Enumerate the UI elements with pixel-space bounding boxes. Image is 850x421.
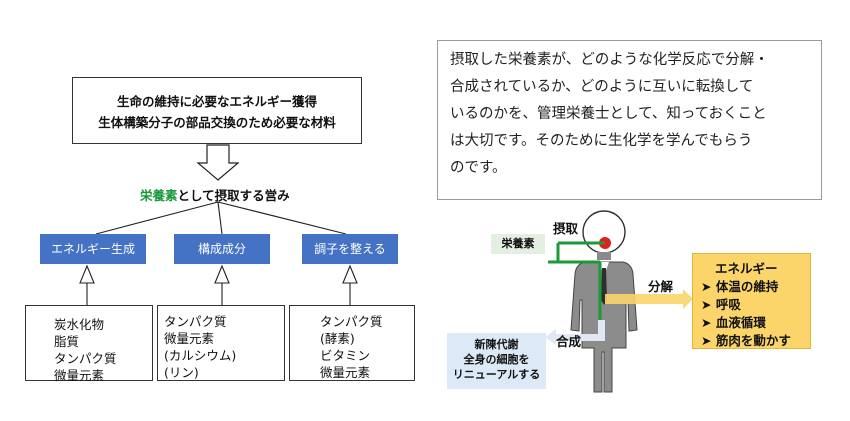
- paragraph-line: のです。: [450, 160, 507, 176]
- explanation-paragraph: 摂取した栄養素が、どのような化学反応で分解・ 合成されているか、どのように互いに…: [437, 40, 822, 200]
- up-arrow-3: [342, 264, 358, 305]
- list-item: ビタミン: [320, 348, 371, 363]
- list-item: タンパク質: [164, 314, 227, 329]
- list-item: 脂質: [54, 334, 80, 349]
- energy-item: 呼吸: [715, 297, 741, 312]
- purpose-box: 生命の維持に必要なエネルギー獲得 生体構築分子の部品交換のため必要な材料: [72, 77, 362, 144]
- list-item: 微量元素: [54, 368, 105, 383]
- energy-nutrient-list: 炭水化物 脂質 タンパク質 微量元素: [25, 305, 153, 383]
- bullet-arrow-icon: ➤: [701, 333, 716, 348]
- structure-nutrient-list: タンパク質 微量元素 (カルシウム) (リン): [157, 305, 285, 381]
- intake-label: 摂取: [553, 221, 579, 236]
- nutrient-caption: 栄養素として摂取する営み: [140, 185, 290, 204]
- category-regulate-box: 調子を整える: [302, 234, 398, 264]
- list-item: (リン): [164, 365, 199, 380]
- energy-item: 筋肉を動かす: [715, 333, 791, 348]
- list-item: (カルシウム): [164, 348, 237, 363]
- bullet-arrow-icon: ➤: [701, 279, 716, 294]
- nutrient-tag-label: 栄養素: [501, 237, 535, 250]
- energy-uses-box: エネルギー ➤ 体温の維持 ➤ 呼吸 ➤ 血液循環 ➤ 筋肉を動かす: [692, 253, 811, 349]
- synthesis-label: 合成: [556, 334, 582, 349]
- paragraph-line: いるのかを、管理栄養士として、知っておくこと: [450, 106, 767, 122]
- bullet-arrow-icon: ➤: [701, 297, 716, 312]
- bullet-arrow-icon: ➤: [701, 315, 716, 330]
- paragraph-line: 合成されているか、どのように互いに転換して: [450, 79, 754, 95]
- caption-rest: として摂取する営み: [177, 188, 290, 203]
- renewal-line-1: 新陳代謝: [474, 338, 519, 351]
- up-arrow-1: [79, 264, 95, 305]
- list-item: タンパク質: [54, 351, 117, 366]
- down-arrow: [196, 144, 240, 181]
- paragraph-line: 摂取した栄養素が、どのような化学反応で分解・: [450, 52, 769, 68]
- synthesis-arrow: [545, 320, 605, 345]
- list-item: 微量元素: [164, 331, 215, 346]
- energy-item: 体温の維持: [715, 279, 779, 294]
- category-structure-box: 構成成分: [174, 234, 270, 264]
- category-energy-box: エネルギー生成: [40, 234, 146, 264]
- purpose-line-1: 生命の維持に必要なエネルギー獲得: [116, 94, 317, 109]
- purpose-line-2: 生体構築分子の部品交換のため必要な材料: [98, 115, 336, 130]
- caption-highlight: 栄養素: [140, 188, 178, 203]
- breakdown-label: 分解: [648, 279, 674, 294]
- list-item: 炭水化物: [54, 317, 105, 332]
- energy-item: 血液循環: [715, 315, 766, 330]
- renewal-line-2: 全身の細胞を: [463, 353, 530, 366]
- list-item: (酵素): [320, 331, 355, 346]
- renewal-line-3: リニューアルする: [452, 368, 541, 381]
- energy-title: エネルギー: [715, 261, 778, 276]
- breakdown-arrow: [605, 289, 693, 309]
- list-item: 微量元素: [320, 365, 371, 380]
- regulate-nutrient-list: タンパク質 (酵素) ビタミン 微量元素: [289, 305, 415, 381]
- list-item: タンパク質: [320, 314, 383, 329]
- up-arrow-2: [214, 264, 230, 305]
- paragraph-line: は大切です。そのために生化学を学んでもらう: [450, 133, 753, 149]
- metabolism-renewal-box: 新陳代謝 全身の細胞を リニューアルする: [447, 333, 546, 389]
- nutrient-tag: 栄養素: [491, 234, 545, 254]
